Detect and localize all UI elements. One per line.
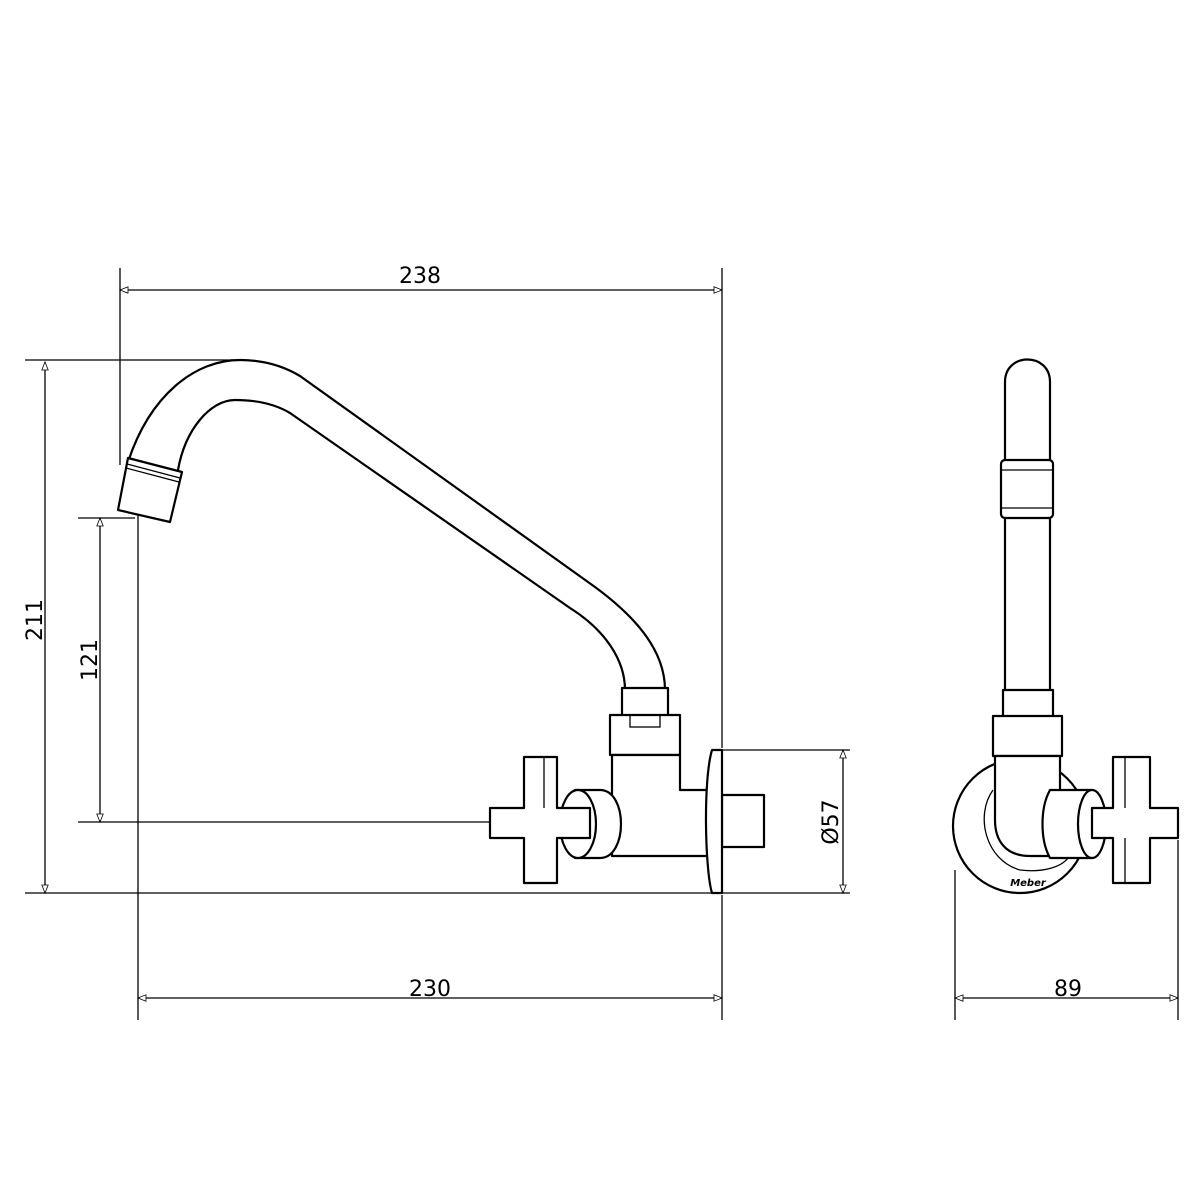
cross-handle [488,755,592,885]
front-cross-handle [1090,755,1180,885]
spout-collar [620,686,670,718]
brand-logo: Meber [1010,878,1047,889]
front-aerator [999,458,1055,520]
valve-body [610,753,714,858]
front-union-nut [991,714,1064,758]
dimension-label-89: 89 [1054,977,1082,1002]
front-view: Meber [951,358,1180,895]
front-tube [1003,358,1052,702]
dimension-label-diameter-57: Ø57 [819,799,844,844]
dimension-label-238: 238 [399,264,441,289]
dimension-label-230: 230 [409,977,451,1002]
wall-stub [720,793,766,849]
wall-flange [704,748,724,895]
dimension-lines [41,286,1180,1002]
aerator [116,456,184,524]
spout [126,358,667,692]
dimension-label-211: 211 [23,599,48,641]
side-view [116,358,766,895]
dimension-label-121: 121 [78,639,103,681]
union-nut [608,713,682,757]
